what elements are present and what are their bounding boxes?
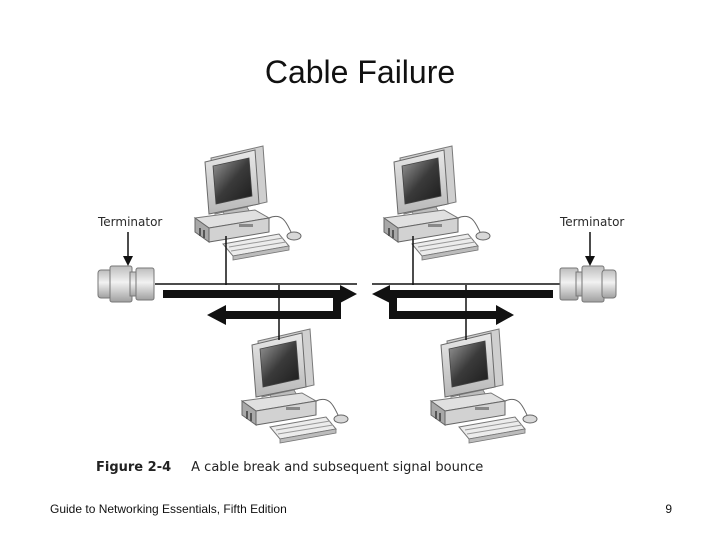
signal-arrow-left-forward	[163, 285, 357, 303]
figure-label: Figure 2-4	[96, 460, 172, 475]
terminator-left-pointer	[123, 232, 133, 266]
slide-title: Cable Failure	[264, 54, 456, 90]
terminator-right-pointer	[585, 232, 595, 266]
page-number: 9	[665, 502, 672, 516]
terminator-label-right: Terminator	[560, 215, 625, 229]
workstation-bottom-left	[241, 328, 349, 444]
figure-caption-text: A cable break and subsequent signal boun…	[191, 460, 484, 475]
signal-bounce-arrow-right	[389, 298, 514, 325]
workstation-top-left	[194, 145, 302, 261]
terminator-left-connector	[97, 265, 155, 303]
workstation-top-right	[383, 145, 491, 261]
signal-arrow-right-forward	[372, 285, 553, 303]
signal-bounce-arrow-left	[207, 298, 341, 325]
footer-book-title: Guide to Networking Essentials, Fifth Ed…	[50, 502, 287, 516]
terminator-right-connector	[559, 265, 617, 303]
figure-caption: Figure 2-4 A cable break and subsequent s…	[96, 460, 483, 475]
terminator-label-left: Terminator	[98, 215, 163, 229]
workstation-bottom-right	[430, 328, 538, 444]
